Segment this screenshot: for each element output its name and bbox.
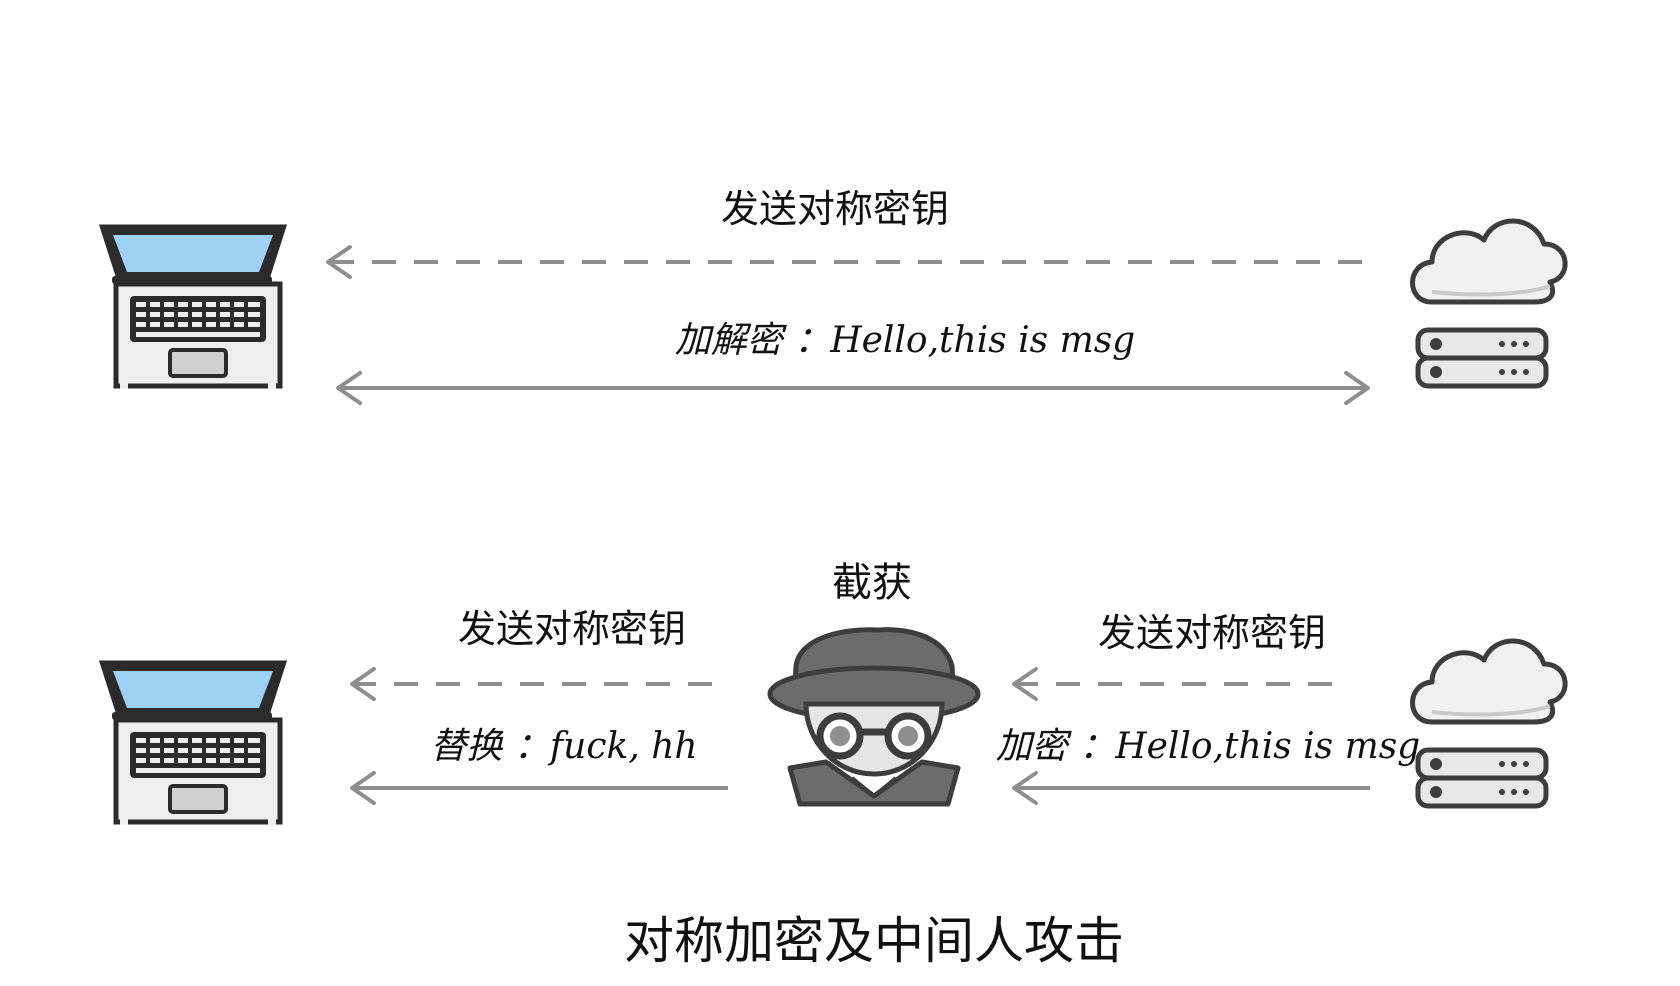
top-key-arrow [326,245,1362,279]
bottom-right-message-arrow [1012,771,1370,805]
top-message-arrow [336,371,1370,405]
bottom-left-key-label: 发送对称密钥 [458,607,686,651]
diagram-caption: 对称加密及中间人攻击 [624,912,1124,970]
bottom-left-key-arrow [350,667,728,701]
top-client-laptop-icon [101,226,285,386]
top-message-arrow-label: 加解密 ：Hello,this is msg [675,320,1135,361]
bottom-left-message-arrow [350,771,728,805]
bottom-right-key-arrow [1012,667,1350,701]
bottom-client-laptop-icon [101,662,285,822]
top-key-arrow-label: 发送对称密钥 [721,187,949,231]
top-server-cloud-icon [1413,221,1566,386]
bottom-right-key-label: 发送对称密钥 [1098,611,1326,655]
bottom-left-message-label: 替换 ：fuck, hh [430,726,697,767]
bottom-right-message-label: 加密 ：Hello,this is msg [996,726,1420,767]
attacker-spy-icon [767,627,981,807]
bottom-server-cloud-icon [1413,641,1566,806]
intercept-label: 截获 [832,560,912,606]
